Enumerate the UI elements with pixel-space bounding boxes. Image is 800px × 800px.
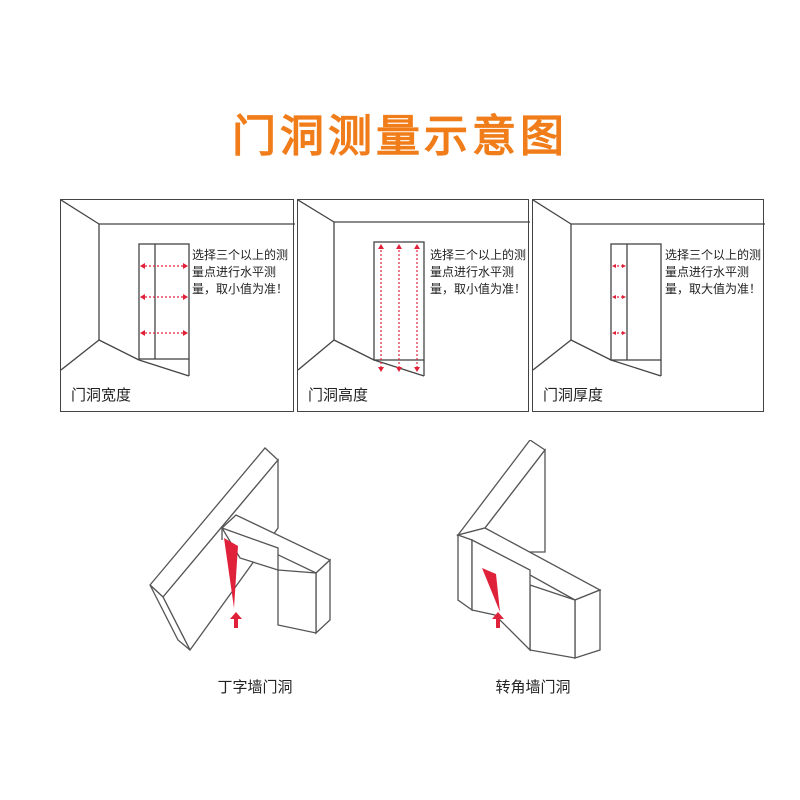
panel-label: 门洞高度 (308, 386, 369, 404)
panel-label: 门洞宽度 (71, 386, 132, 404)
arrow-up-icon (230, 612, 242, 628)
room-illustration-width (61, 200, 295, 377)
page-title: 门洞测量示意图 (232, 111, 568, 162)
panel-door-depth: 选择三个以上的测量点进行水平测量，取大值为准！ 门洞厚度 (532, 199, 765, 412)
panel-door-width: 选择三个以上的测量点进行水平测量，取小值为准！ 门洞宽度 (60, 199, 295, 412)
room-illustration-height (298, 200, 530, 377)
measure-note: 选择三个以上的测量点进行水平测量，取小值为准！ (430, 248, 527, 296)
figure-caption: 转角墙门洞 (495, 678, 571, 696)
arrow-up-icon (492, 612, 504, 628)
t-wall-illustration (149, 447, 332, 652)
panel-label: 门洞厚度 (543, 386, 604, 404)
corner-wall-illustration (456, 440, 602, 659)
room-illustration-depth (533, 200, 765, 377)
measure-note: 选择三个以上的测量点进行水平测量，取小值为准！ (192, 248, 289, 296)
depth-measure-mark (224, 538, 238, 608)
panel-door-height: 选择三个以上的测量点进行水平测量，取小值为准！ 门洞高度 (297, 199, 530, 412)
measure-note: 选择三个以上的测量点进行水平测量，取大值为准！ (665, 248, 762, 296)
depth-measure-mark (482, 568, 500, 612)
figure-caption: 丁字墙门洞 (217, 678, 293, 696)
